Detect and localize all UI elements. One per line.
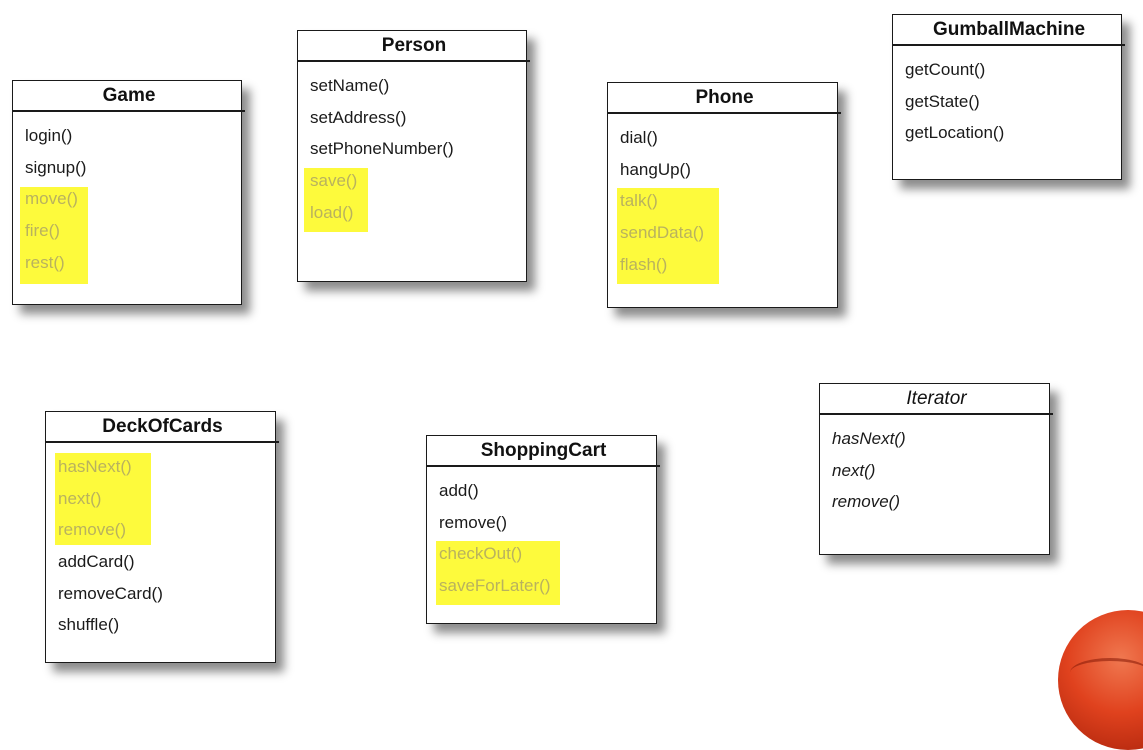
class-deck-of-cards: DeckOfCards hasNext() next() remove() ad… [45, 411, 279, 663]
class-gumball-machine: GumballMachine getCount() getState() get… [892, 14, 1125, 180]
method-list: dial() hangUp() talk() sendData() flash(… [608, 114, 837, 284]
method-add-card: addCard() [58, 552, 135, 572]
decorative-illustration [1058, 610, 1143, 750]
class-name: Person [298, 31, 530, 62]
method-set-name: setName() [310, 76, 390, 95]
class-name: Phone [608, 83, 841, 114]
class-name: Iterator [820, 384, 1053, 415]
method-set-address: setAddress() [310, 107, 407, 127]
method-list: login() signup() move() fire() rest() [13, 112, 241, 284]
method-flash: flash() [620, 254, 668, 274]
method-list: getCount() getState() getLocation() [893, 46, 1121, 149]
method-list: hasNext() next() remove() [820, 415, 1049, 518]
highlight-marker [55, 453, 151, 545]
method-shuffle: shuffle() [58, 615, 120, 635]
method-set-phone-number: setPhoneNumber() [310, 139, 454, 159]
highlight-marker [617, 188, 719, 284]
method-check-out: checkOut() [439, 544, 523, 564]
class-game: Game login() signup() move() fire() rest… [12, 80, 245, 305]
class-shopping-cart: ShoppingCart add() remove() checkOut() s… [426, 435, 660, 624]
method-list: hasNext() next() remove() addCard() remo… [46, 443, 275, 641]
class-name: ShoppingCart [427, 436, 660, 467]
method-list: setName() setAddress() setPhoneNumber() … [298, 62, 526, 232]
method-login: login() [25, 126, 73, 145]
class-phone: Phone dial() hangUp() talk() sendData() … [607, 82, 841, 308]
method-load: load() [310, 202, 354, 222]
method-next: next() [832, 460, 876, 480]
method-dial: dial() [620, 128, 658, 147]
method-get-location: getLocation() [905, 123, 1005, 143]
method-remove-card: removeCard() [58, 583, 163, 603]
method-rest: rest() [25, 252, 65, 272]
method-has-next: hasNext() [832, 429, 906, 448]
method-get-count: getCount() [905, 60, 986, 79]
method-get-state: getState() [905, 91, 980, 111]
method-remove: remove() [832, 492, 901, 512]
method-talk: talk() [620, 191, 658, 211]
method-next: next() [58, 488, 102, 508]
method-move: move() [25, 189, 78, 209]
class-person: Person setName() setAddress() setPhoneNu… [297, 30, 530, 282]
highlight-marker [436, 541, 560, 605]
method-send-data: sendData() [620, 223, 705, 243]
class-name: GumballMachine [893, 15, 1125, 46]
method-has-next: hasNext() [58, 457, 132, 476]
class-iterator: Iterator hasNext() next() remove() [819, 383, 1053, 555]
method-remove: remove() [58, 520, 127, 540]
method-list: add() remove() checkOut() saveForLater() [427, 467, 656, 605]
method-add: add() [439, 481, 479, 500]
method-signup: signup() [25, 157, 87, 177]
method-fire: fire() [25, 221, 60, 241]
highlight-marker [304, 168, 368, 232]
method-save: save() [310, 171, 358, 191]
class-name: Game [13, 81, 245, 112]
method-remove: remove() [439, 512, 508, 532]
method-hang-up: hangUp() [620, 159, 691, 179]
method-save-for-later: saveForLater() [439, 576, 551, 596]
class-name: DeckOfCards [46, 412, 279, 443]
highlight-marker [20, 187, 88, 284]
